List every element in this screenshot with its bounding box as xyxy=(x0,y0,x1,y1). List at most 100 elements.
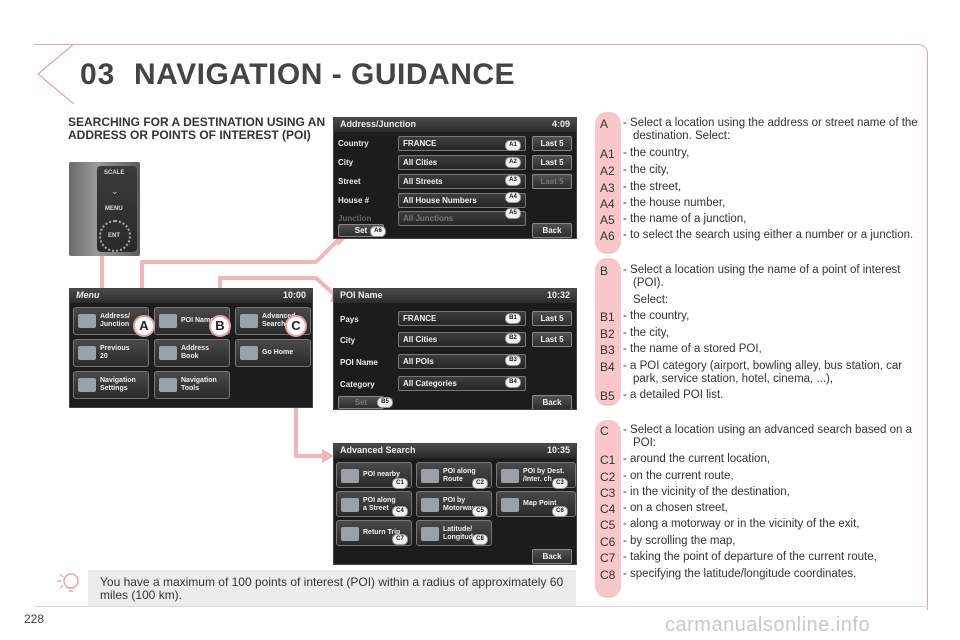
search-icon xyxy=(240,314,258,328)
tile-go-home[interactable]: Go Home xyxy=(235,339,311,367)
legend-key: C3 xyxy=(600,486,616,500)
callout-a2: A2 xyxy=(505,157,521,168)
field-value: All House Numbers xyxy=(403,196,477,205)
tile-navigation-settings[interactable]: Navigation Settings xyxy=(73,371,149,399)
legend-key: A5 xyxy=(600,213,615,227)
back-button[interactable]: Back xyxy=(532,549,572,564)
screen-title: POI Name xyxy=(340,290,383,300)
info-note-text: You have a maximum of 100 points of inte… xyxy=(100,575,564,602)
legend-key: A3 xyxy=(600,181,615,195)
legend-text: - in the vicinity of the destination, xyxy=(623,486,790,498)
map-icon xyxy=(501,498,519,512)
back-button[interactable]: Back xyxy=(532,223,572,238)
tile-label: Navigation Settings xyxy=(100,377,136,392)
legend-text: - a detailed POI list. xyxy=(623,389,724,401)
field-value: All Cities xyxy=(403,158,438,167)
legend-key: C2 xyxy=(600,470,616,484)
settings-icon xyxy=(78,378,96,392)
tile-previous-20[interactable]: Previous 20 xyxy=(73,339,149,367)
tile-label: Navigation Tools xyxy=(181,377,217,392)
row-label: City xyxy=(340,336,356,345)
legend-key: C5 xyxy=(600,518,616,532)
city-field[interactable]: All Cities xyxy=(398,155,526,170)
legend-text: - Select a location using an advanced se… xyxy=(623,424,912,449)
history-icon xyxy=(78,346,96,360)
screen-header: Advanced Search 10:35 xyxy=(334,444,576,458)
city-field[interactable]: All Cities xyxy=(398,332,526,347)
callout-b3: B3 xyxy=(505,355,521,366)
legend-text: - on a chosen street, xyxy=(623,502,728,514)
callout-a6: A6 xyxy=(370,226,386,237)
last-5-button[interactable]: Last 5 xyxy=(532,155,572,170)
last-5-button[interactable]: Last 5 xyxy=(532,136,572,151)
junction-field[interactable]: All Junctions xyxy=(398,211,526,226)
legend-text: - taking the point of departure of the c… xyxy=(623,551,877,563)
legend-text: - Select a location using the address or… xyxy=(623,117,918,142)
legend-text: - on the current route, xyxy=(623,470,734,482)
legend-key: A xyxy=(600,117,609,131)
field-value: All Cities xyxy=(403,335,438,344)
legend-text: - the street, xyxy=(623,181,682,193)
legend-text: - the country, xyxy=(623,147,690,159)
callout-c2: C2 xyxy=(472,478,488,489)
country-field[interactable]: FRANCE xyxy=(398,311,526,326)
legend-key: B2 xyxy=(600,327,615,341)
street-field[interactable]: All Streets xyxy=(398,174,526,189)
tile-navigation-tools[interactable]: Navigation Tools xyxy=(154,371,230,399)
row-label: Country xyxy=(338,139,369,148)
flag-icon xyxy=(501,469,519,483)
tile-return-trip[interactable]: Return Trip xyxy=(336,520,412,546)
legend-text: - specifying the latitude/longitude coor… xyxy=(623,568,857,580)
house-number-field[interactable]: All House Numbers xyxy=(398,193,526,208)
tile-label: POI along Route xyxy=(443,468,476,483)
country-field[interactable]: FRANCE xyxy=(398,136,526,151)
callout-b2: B2 xyxy=(505,333,521,344)
legend-key: C6 xyxy=(600,535,616,549)
screen-title: Address/Junction xyxy=(340,119,417,129)
last-5-button[interactable]: Last 5 xyxy=(532,174,572,189)
tile-poi-by-motorway[interactable]: POI by Motorway xyxy=(416,491,492,517)
poi-icon xyxy=(159,314,177,328)
row-label: POI Name xyxy=(340,358,378,367)
motorway-icon xyxy=(421,498,439,512)
tile-address-book[interactable]: Address Book xyxy=(154,339,230,367)
tile-label: POI by Dest. /Inter. ch xyxy=(523,468,565,483)
advanced-search-screen: Advanced Search 10:35 POI nearby POI alo… xyxy=(333,443,577,565)
row-label: City xyxy=(338,158,354,167)
category-field[interactable]: All Categories xyxy=(398,376,526,391)
street-icon xyxy=(341,498,359,512)
info-note-box xyxy=(88,570,576,606)
tile-poi-along-street[interactable]: POI along a Street xyxy=(336,491,412,517)
page-frame-bottom xyxy=(34,606,928,607)
row-label: Street xyxy=(338,177,361,186)
menu-label: MENU xyxy=(105,206,123,212)
route-icon xyxy=(421,469,439,483)
tile-poi-nearby[interactable]: POI nearby xyxy=(336,462,412,488)
screen-title: Menu xyxy=(76,290,100,300)
legend-column-b xyxy=(595,258,621,406)
legend-key: C8 xyxy=(600,568,616,582)
legend-key: A6 xyxy=(600,229,615,243)
legend-key: B1 xyxy=(600,310,615,324)
page-number: 228 xyxy=(24,612,45,626)
back-button[interactable]: Back xyxy=(532,395,572,409)
field-value: All Junctions xyxy=(403,214,454,223)
ent-dial-icon xyxy=(99,220,131,252)
legend-text: - the city, xyxy=(623,327,669,339)
legend-text: - the city, xyxy=(623,164,669,176)
last-5-button[interactable]: Last 5 xyxy=(532,332,572,347)
callout-a4: A4 xyxy=(505,192,521,203)
legend-key: B5 xyxy=(600,389,615,403)
tile-label: Address Book xyxy=(181,345,210,360)
screen-clock: 10:00 xyxy=(282,290,306,300)
callout-c5: C5 xyxy=(472,506,488,517)
tile-label: POI along a Street xyxy=(363,497,396,512)
field-value: All Streets xyxy=(403,177,443,186)
poi-name-field[interactable]: All POIs xyxy=(398,354,526,369)
screen-header: Address/Junction 4:09 xyxy=(334,118,576,132)
last-5-button[interactable]: Last 5 xyxy=(532,311,572,326)
info-bulb-icon xyxy=(57,573,79,592)
section-heading: SEARCHING FOR A DESTINATION USING AN ADD… xyxy=(68,115,326,142)
tile-label: POI by Motorway xyxy=(443,497,476,512)
row-label: Pays xyxy=(340,315,359,324)
